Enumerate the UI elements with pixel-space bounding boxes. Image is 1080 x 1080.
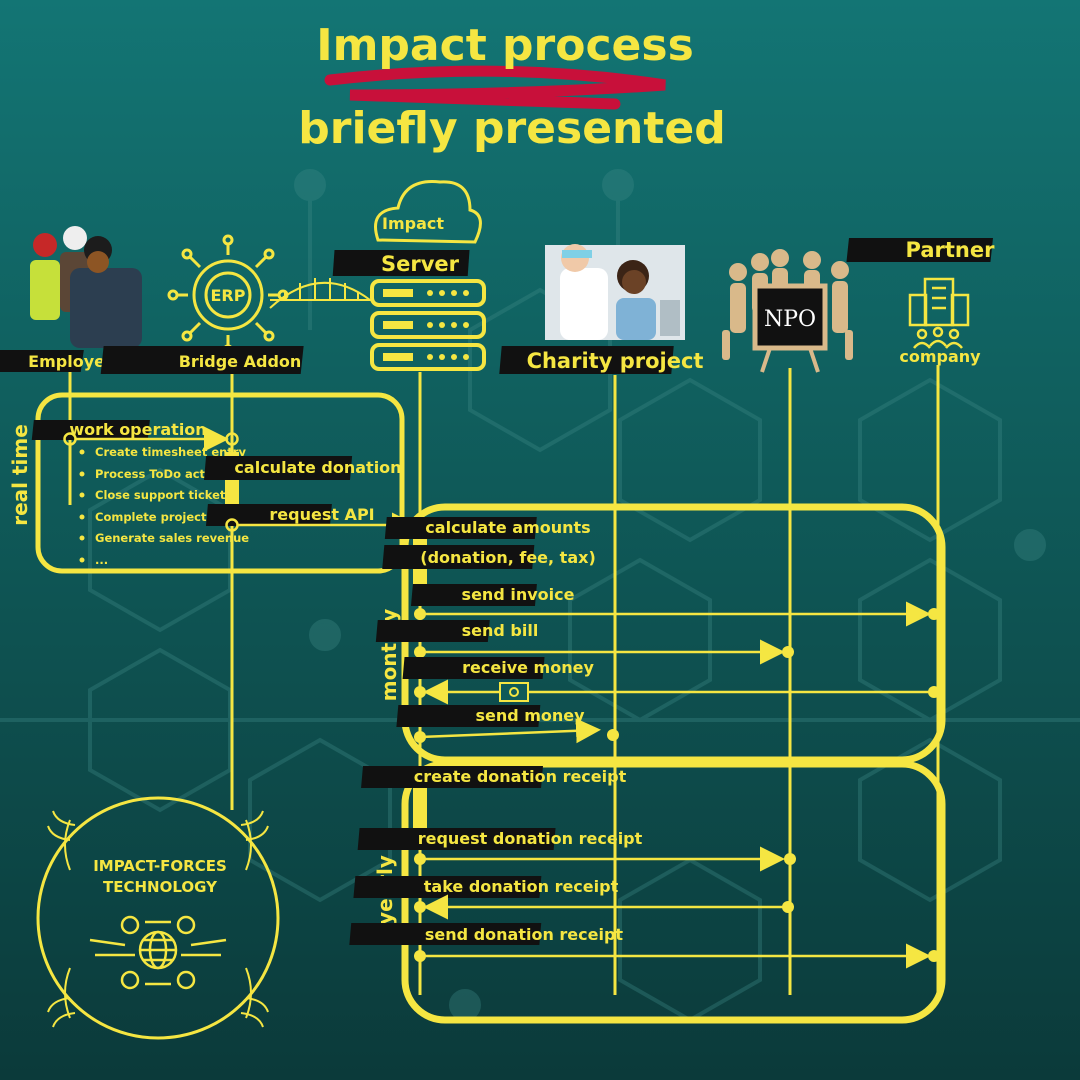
title-line1: Impact process (316, 20, 694, 71)
partner-label: Partner (906, 238, 996, 262)
list-item: ... (95, 553, 108, 567)
realtime-phase-label: real time (8, 424, 32, 526)
partner-actor: Partner company (846, 238, 995, 366)
monthly-frame: monthly calculate amounts (donation, fee… (375, 503, 946, 764)
npo-label: NPO (764, 307, 816, 332)
request-api-label: request API (269, 505, 374, 524)
list-item: Complete project task (95, 510, 239, 524)
badge-line2: TECHNOLOGY (103, 878, 218, 896)
calculate-donation-label: calculate donation (234, 458, 401, 477)
server-label: Server (381, 252, 460, 276)
erp-label: ERP (211, 286, 246, 305)
company-label: company (899, 347, 981, 366)
vaccination-photo (545, 244, 685, 340)
employee-label: Employee (28, 352, 116, 371)
title-line2: briefly presented (298, 103, 726, 154)
impact-forces-badge: IMPACT-FORCES TECHNOLOGY (36, 796, 280, 1040)
take-receipt-label: take donation receipt (424, 877, 619, 896)
work-operation-label: work operation (69, 420, 206, 439)
yearly-frame: yearly create donation receipt request d… (349, 760, 946, 1024)
workers-icon (30, 226, 142, 348)
list-item: Create timesheet entry (95, 445, 246, 459)
list-item: Process ToDo action (95, 467, 225, 481)
list-item: Generate sales revenue (95, 531, 249, 545)
bridge-label: Bridge Addon (179, 352, 302, 371)
request-receipt-label: request donation receipt (418, 829, 643, 848)
lifelines (68, 365, 940, 995)
title-underline (324, 65, 666, 110)
company-building-icon (908, 277, 970, 349)
calc-amounts-detail-label: (donation, fee, tax) (420, 548, 596, 567)
send-invoice-label: send invoice (462, 585, 575, 604)
laurel-icon (47, 810, 269, 1028)
network-globe-icon (89, 915, 227, 990)
calc-amounts-label: calculate amounts (425, 518, 590, 537)
send-money-label: send money (475, 706, 585, 725)
money-icon (499, 682, 529, 702)
cloud-icon (374, 180, 482, 244)
receive-money-label: receive money (462, 658, 594, 677)
charity-actor: Charity project (499, 244, 703, 374)
cloud-label: Impact (382, 214, 444, 233)
server-actor: Impact Server (332, 180, 486, 371)
npo-actor: NPO (722, 249, 853, 373)
send-receipt-label: send donation receipt (425, 925, 624, 944)
title-block: Impact process briefly presented (298, 20, 726, 154)
create-receipt-label: create donation receipt (414, 767, 627, 786)
server-rack-icon (370, 279, 486, 371)
send-bill-label: send bill (462, 621, 539, 640)
bridge-icon (269, 278, 372, 309)
activation-bar (413, 784, 427, 830)
list-item: Close support ticket (95, 488, 226, 502)
bridge-actor: ERP Bridge Addon (100, 234, 372, 374)
badge-line1: IMPACT-FORCES (93, 857, 227, 875)
work-operation-list: Create timesheet entry Process ToDo acti… (79, 445, 249, 567)
realtime-frame: real time work operation Create timeshee… (8, 392, 417, 574)
charity-label: Charity project (527, 349, 704, 373)
employee-actor: Employee (0, 226, 142, 372)
mannequins-icon (722, 249, 853, 360)
